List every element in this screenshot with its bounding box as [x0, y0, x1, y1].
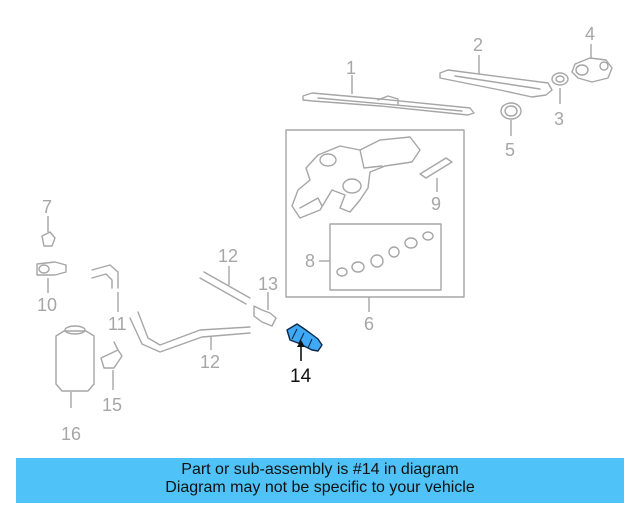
- callout-9: 9: [431, 194, 441, 214]
- callout-12a: 12: [218, 246, 238, 266]
- part-3-cap: 3: [551, 72, 569, 129]
- part-11-hose: 11: [91, 264, 127, 334]
- callout-5: 5: [505, 140, 515, 160]
- callout-15: 15: [102, 395, 122, 415]
- banner-line-1: Part or sub-assembly is #14 in diagram: [181, 461, 459, 478]
- callout-12b: 12: [200, 352, 220, 372]
- part-2-wiper-arm: 2: [439, 35, 553, 98]
- part-6-wiper-motor-assembly: 6: [285, 129, 465, 334]
- callout-10: 10: [37, 295, 57, 315]
- part-13-joint: 13: [253, 274, 278, 327]
- callout-11: 11: [108, 314, 127, 334]
- part-1-wiper-blade: 1: [302, 58, 475, 116]
- part-14-check-valve-highlighted[interactable]: 14: [286, 323, 323, 387]
- callout-6: 6: [364, 314, 374, 334]
- info-banner: Part or sub-assembly is #14 in diagram D…: [16, 458, 624, 503]
- banner-line-2: Diagram may not be specific to your vehi…: [165, 479, 475, 496]
- callout-14[interactable]: 14: [290, 366, 312, 387]
- callout-3: 3: [554, 109, 564, 129]
- callout-2: 2: [473, 35, 483, 55]
- part-5-grommet: 5: [500, 102, 522, 160]
- part-16-reservoir: 16: [55, 325, 95, 444]
- part-9-pin: 9: [419, 157, 453, 214]
- part-15-washer-pump: 15: [100, 341, 123, 415]
- part-7-clip: 7: [41, 197, 56, 247]
- callout-4: 4: [585, 24, 595, 44]
- callout-16: 16: [61, 424, 81, 444]
- part-10-nozzle: 10: [36, 261, 67, 315]
- callout-7: 7: [42, 197, 52, 217]
- part-8-seal-kit: 8: [305, 223, 442, 291]
- callout-13: 13: [258, 274, 278, 294]
- part-12-hose: 12 12: [129, 246, 251, 372]
- callout-8: 8: [305, 251, 315, 271]
- callout-1: 1: [346, 58, 356, 78]
- part-4-pivot-cover: 4: [571, 24, 613, 83]
